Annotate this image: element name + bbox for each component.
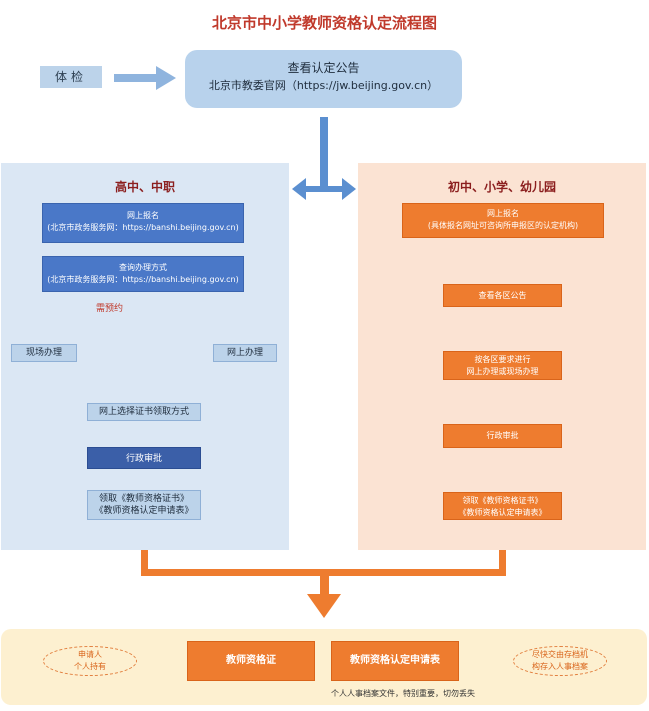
panel-primary-school-title: 初中、小学、幼儿园 xyxy=(447,180,556,194)
step-choose-pickup: 网上选择证书领取方式 xyxy=(87,403,201,421)
step-label: 网上报名 xyxy=(487,209,519,218)
receive-line: 领取《教师资格证书》 xyxy=(462,496,543,505)
notice-title: 查看认定公告 xyxy=(287,61,360,75)
archive-oval: 尽快交由存档机 构存入人事档案 xyxy=(513,646,607,676)
step-review-left: 行政审批 xyxy=(87,447,201,469)
archive-note: 个人人事档案文件，特别重要，切勿丢失 xyxy=(331,689,475,698)
notice-website: 北京市教委官网（https://jw.beijing.gov.cn） xyxy=(208,79,439,92)
teacher-certificate-box: 教师资格证 xyxy=(187,641,315,681)
step-query-method: 查询办理方式 (北京市政务服务网：https://banshi.beijing.… xyxy=(42,256,244,292)
receive-line: 《教师资格认定申请表》 xyxy=(94,506,194,516)
application-form-box: 教师资格认定申请表 xyxy=(331,641,459,681)
step-online-registration-right: 网上报名 (具体报名网址可咨询所申报区的认定机构) xyxy=(402,203,604,238)
step-detail: (北京市政务服务网：https://banshi.beijing.gov.cn) xyxy=(47,223,239,232)
receive-line: 《教师资格认定申请表》 xyxy=(458,508,547,517)
step-physical-exam: 体检 xyxy=(40,66,102,88)
holder-line: 申请人 xyxy=(78,650,102,659)
need-appointment-label: 需预约 xyxy=(96,304,124,314)
arrow-tijian-to-notice xyxy=(114,66,176,90)
step-detail: 网上办理或现场办理 xyxy=(466,367,539,376)
step-receive-left: 领取《教师资格证书》 《教师资格认定申请表》 xyxy=(87,490,201,520)
panel-high-school-title: 高中、中职 xyxy=(114,180,175,194)
step-receive-right: 领取《教师资格证书》 《教师资格认定申请表》 xyxy=(443,492,562,520)
step-online: 网上办理 xyxy=(213,344,277,362)
holder-line: 个人持有 xyxy=(74,662,106,671)
step-label: 网上报名 xyxy=(127,211,159,220)
step-detail: (具体报名网址可咨询所申报区的认定机构) xyxy=(427,221,579,230)
step-view-district-notice: 查看各区公告 xyxy=(443,284,562,307)
archive-line: 尽快交由存档机 xyxy=(532,650,588,659)
step-label: 按各区要求进行 xyxy=(474,355,531,364)
page-title: 北京市中小学教师资格认定流程图 xyxy=(211,14,437,32)
merge-connector xyxy=(141,547,506,618)
step-online-registration-left: 网上报名 (北京市政务服务网：https://banshi.beijing.go… xyxy=(42,203,244,243)
step-detail: (北京市政务服务网：https://banshi.beijing.gov.cn) xyxy=(47,275,239,284)
step-onsite: 现场办理 xyxy=(11,344,77,362)
arrow-notice-down xyxy=(320,117,328,187)
step-district-process: 按各区要求进行 网上办理或现场办理 xyxy=(443,351,562,380)
split-double-arrow xyxy=(292,178,356,200)
archive-line: 构存入人事档案 xyxy=(532,662,588,671)
step-label: 查询办理方式 xyxy=(119,263,167,272)
step-review-right: 行政审批 xyxy=(443,424,562,448)
step-view-notice: 查看认定公告 北京市教委官网（https://jw.beijing.gov.cn… xyxy=(185,50,462,108)
holder-oval: 申请人 个人持有 xyxy=(43,646,137,676)
receive-line: 领取《教师资格证书》 xyxy=(98,494,189,504)
